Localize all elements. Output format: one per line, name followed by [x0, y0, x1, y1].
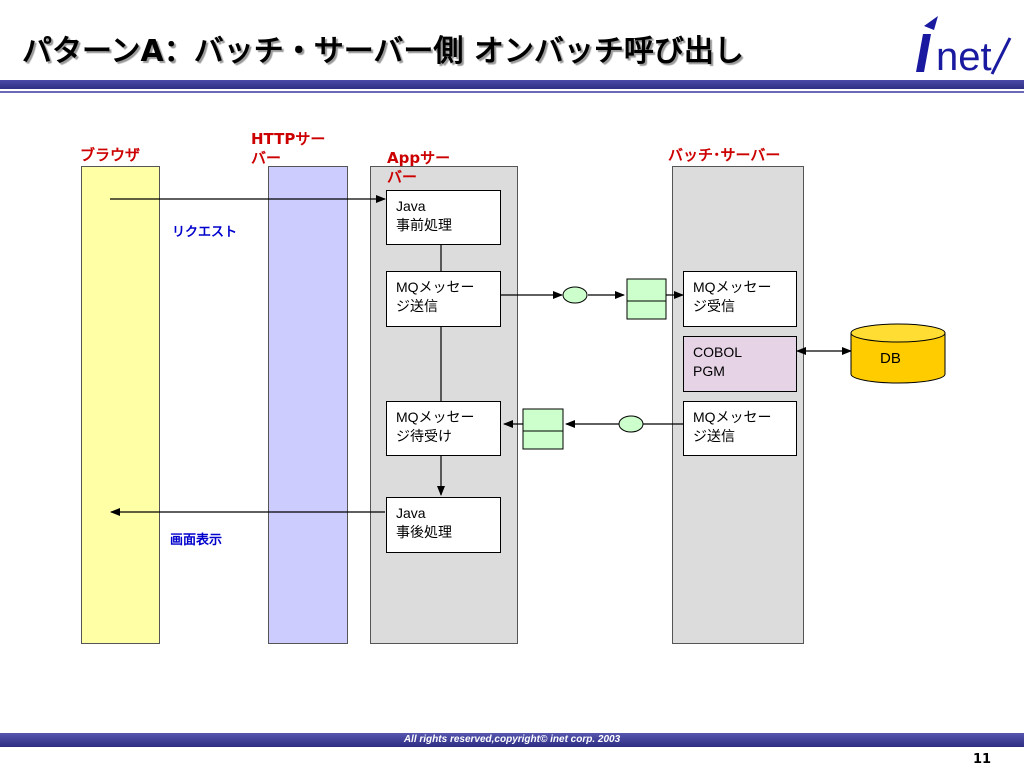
request-label: リクエスト [172, 225, 238, 240]
batch-lane-label: バッチ･サーバー [668, 146, 781, 164]
message-token-return [618, 415, 644, 433]
return-queue [522, 408, 564, 450]
mq-send-batch-box: MQメッセー ジ送信 [683, 401, 797, 456]
mq-wait-app-box: MQメッセー ジ待受け [386, 401, 501, 456]
outbound-queue [626, 278, 667, 320]
copyright-text: All rights reserved,copyright© inet corp… [403, 734, 621, 745]
java-pre-process-box: Java 事前処理 [386, 190, 501, 245]
mq-send-app-box: MQメッセー ジ送信 [386, 271, 501, 327]
java-post-process-box: Java 事後処理 [386, 497, 501, 553]
browser-lane [81, 166, 160, 644]
browser-lane-label: ブラウザ [80, 146, 141, 164]
header-rule-thin [0, 91, 1024, 93]
svg-text:net: net [936, 35, 992, 76]
cobol-pgm-box: COBOL PGM [683, 336, 797, 392]
display-label: 画面表示 [170, 533, 223, 548]
inet-logo: net [916, 16, 1012, 76]
http-lane-label: HTTPサー バー [251, 130, 326, 167]
mq-receive-batch-box: MQメッセー ジ受信 [683, 271, 797, 327]
http-server-lane [268, 166, 348, 644]
db-label: DB [880, 350, 901, 367]
header-rule [0, 80, 1024, 89]
database-cylinder [850, 323, 946, 384]
page-number: 11 [973, 752, 992, 767]
slide-title: パターンA：バッチ・サーバー側 オンバッチ呼び出し [22, 34, 744, 69]
message-token-outbound [562, 286, 588, 304]
app-lane-label: Appサー バー [387, 149, 451, 186]
footer-bar [0, 733, 1024, 747]
